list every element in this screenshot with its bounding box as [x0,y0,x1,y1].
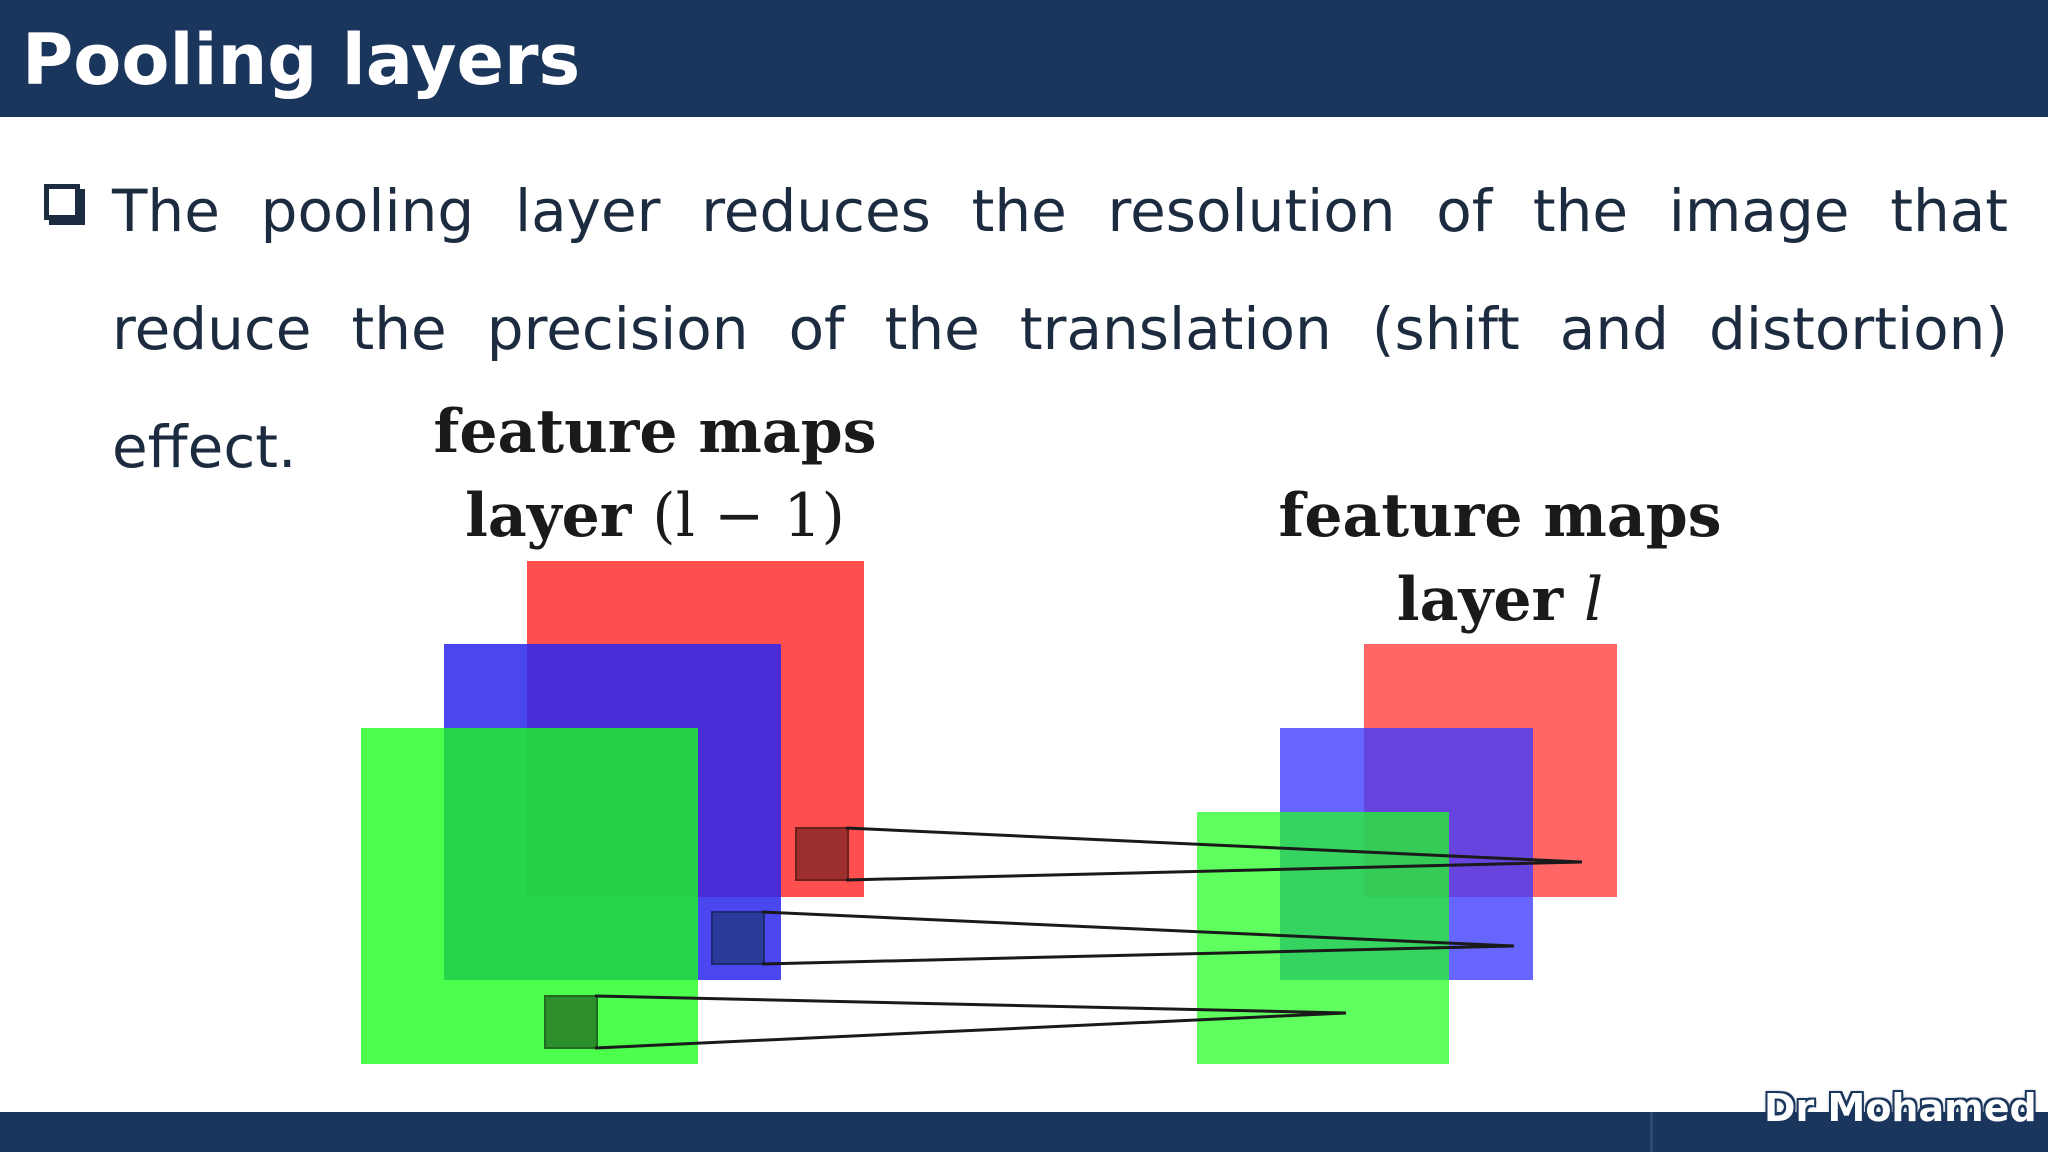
output-label-line2: layer l [1260,558,1740,642]
footer-bar [0,1112,2048,1152]
checkbox-bullet-icon [44,184,80,220]
slide-title: Pooling layers [22,19,581,101]
blue-projection-bottom [761,944,1515,966]
input-label-line2: layer (l − 1) [420,474,890,558]
red-projection-bottom [845,860,1583,882]
input-label-word: layer [465,481,632,551]
output-label-word: layer [1396,565,1564,635]
input-feature-maps [361,561,864,1064]
footer-author: Dr Mohamed [1764,1086,2037,1130]
output-label-math-italic: l [1584,565,1604,635]
output-label-line1: feature maps [1278,481,1722,551]
input-feature-maps-label: feature maps layer (l − 1) [420,390,890,558]
pooling-window-blue [711,911,765,965]
output-label-math: l [1584,565,1603,635]
bullet-text: The pooling layer reduces the resolution… [112,177,2008,481]
green-projection-bottom [594,1011,1347,1050]
pooling-window-red [795,827,849,881]
pooling-window-green [544,995,598,1049]
input-label-line1: feature maps [433,397,877,467]
green-projection-top [594,994,1347,1015]
input-map-green [361,728,698,1064]
blue-projection-top [761,910,1515,948]
footer-divider [1650,1112,1653,1152]
red-projection-top [845,826,1583,864]
output-feature-maps-label: feature maps layer l [1260,474,1740,642]
title-bar: Pooling layers [0,0,2048,117]
input-label-math: (l − 1) [652,481,845,551]
pooling-projection-lines [594,826,1583,1050]
